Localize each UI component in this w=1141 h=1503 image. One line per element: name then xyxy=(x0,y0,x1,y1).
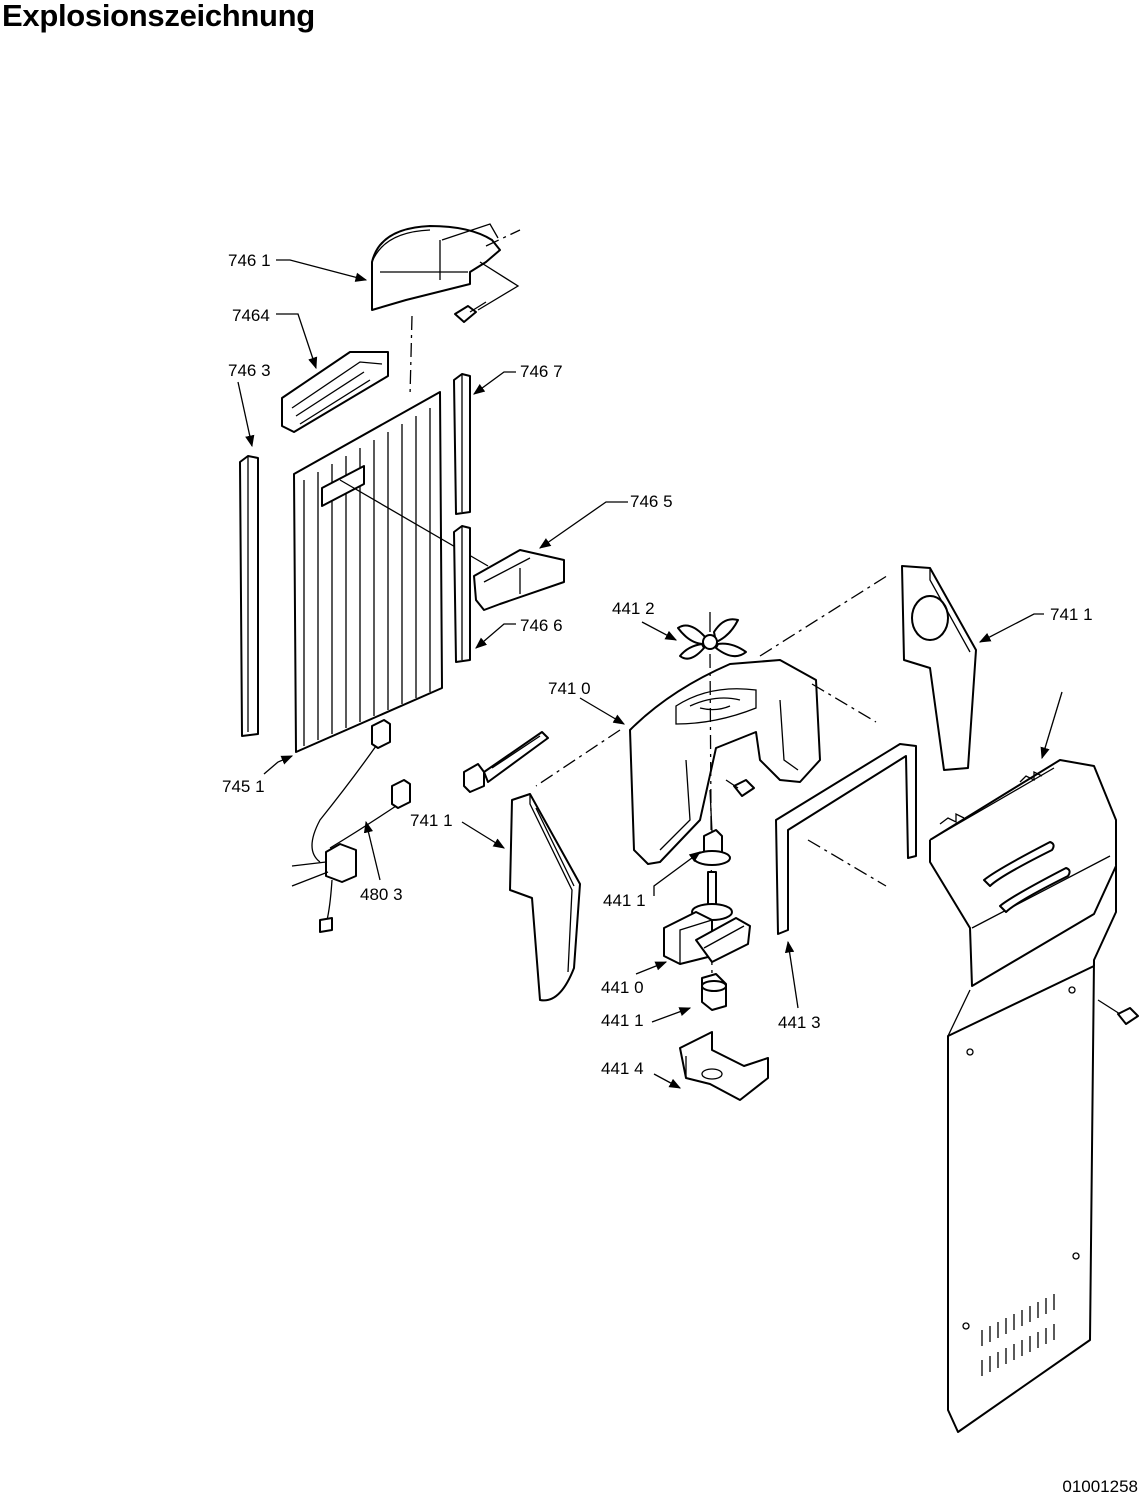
leader-lines xyxy=(237,259,1063,1089)
part-foam-strip-upper xyxy=(453,373,471,515)
callout-7463: 746 3 xyxy=(228,361,271,380)
callout-4410: 441 0 xyxy=(601,978,644,997)
callout-7411-left: 741 1 xyxy=(410,811,453,830)
part-rear-cover xyxy=(929,759,1117,1433)
callout-7467: 746 7 xyxy=(520,362,563,381)
callout-7465: 746 5 xyxy=(630,492,673,511)
callout-7466: 746 6 xyxy=(520,616,563,635)
callout-4411-lower: 441 1 xyxy=(601,1011,644,1030)
document-number: 01001258 xyxy=(1062,1477,1138,1496)
part-insulation-left xyxy=(509,793,581,1002)
page-title: Explosionszeichnung xyxy=(2,0,315,33)
callout-7411-right: 741 1 xyxy=(1050,605,1093,624)
callout-4412: 441 2 xyxy=(612,599,655,618)
part-insulation-right xyxy=(901,565,977,771)
part-wiring-harness xyxy=(291,719,411,933)
callout-4414: 441 4 xyxy=(601,1059,644,1078)
part-evaporator-panel xyxy=(293,315,489,753)
part-grille-7464 xyxy=(281,351,389,433)
callout-4803: 480 3 xyxy=(360,885,403,904)
part-foam-strip-lower xyxy=(453,525,471,663)
callout-7451: 745 1 xyxy=(222,777,265,796)
callout-7464: 7464 xyxy=(232,306,270,325)
part-motor-bracket xyxy=(679,1031,769,1101)
part-fan-blade xyxy=(677,612,747,981)
screw-top xyxy=(454,301,487,323)
part-bracket-7465 xyxy=(473,549,565,611)
callout-4413: 441 3 xyxy=(778,1013,821,1032)
callout-4411-upper: 441 1 xyxy=(603,891,646,910)
part-heater-rod xyxy=(463,731,549,793)
callout-7461: 746 1 xyxy=(228,251,271,270)
callout-7410: 741 0 xyxy=(548,679,591,698)
part-u-frame xyxy=(775,743,917,935)
screw-housing xyxy=(725,779,755,797)
screw-rear-cover xyxy=(1097,999,1139,1025)
part-fan-housing xyxy=(535,573,891,887)
part-foam-strip-left xyxy=(239,455,259,737)
part-motor-assembly xyxy=(663,829,751,1011)
part-duct-cover xyxy=(371,223,521,311)
